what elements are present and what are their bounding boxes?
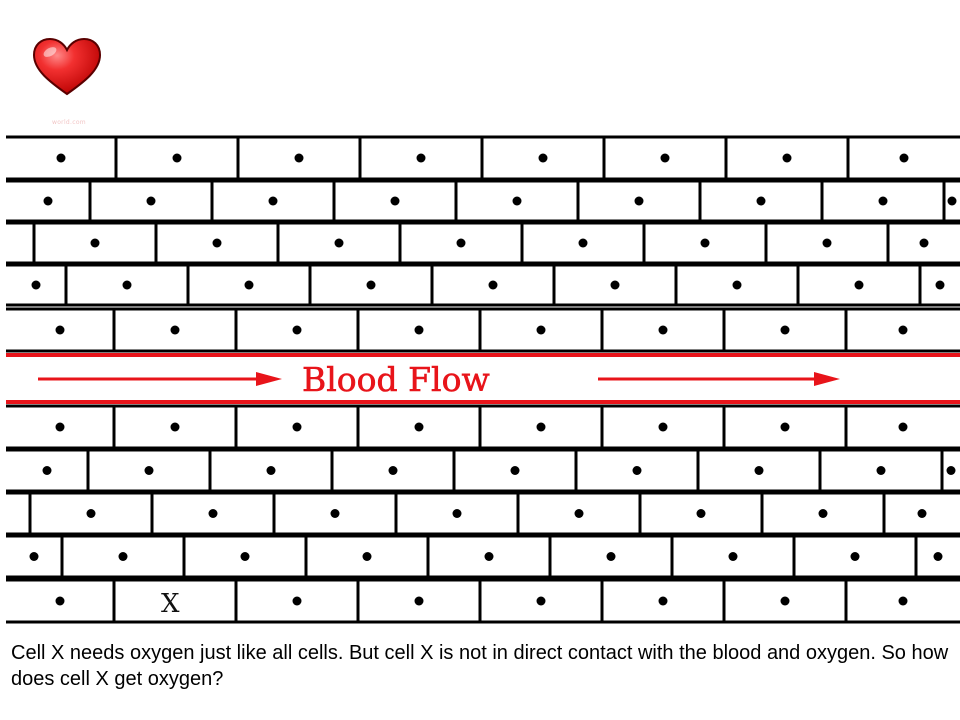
cell-nucleus (658, 422, 668, 432)
cell-nucleus (146, 196, 156, 206)
cell-nucleus (933, 552, 943, 561)
cell-nucleus (732, 280, 742, 290)
cell-nucleus (878, 196, 888, 206)
cell-nucleus (876, 466, 886, 475)
cell-nucleus (118, 552, 128, 561)
cell-nucleus (946, 466, 956, 475)
cell-nucleus (854, 280, 864, 290)
cell-nucleus (898, 596, 908, 606)
cell-nucleus (700, 238, 710, 248)
blood-flow-label: Blood Flow (302, 360, 490, 399)
cell-nucleus (947, 196, 957, 206)
cell-nucleus (330, 509, 340, 518)
cell-nucleus (244, 280, 254, 290)
cell-nucleus (390, 196, 400, 206)
cell-nucleus (122, 280, 132, 290)
cell-nucleus (294, 153, 304, 163)
cell-nucleus (170, 325, 180, 335)
cell-nucleus (43, 196, 53, 206)
cell-nucleus (754, 466, 764, 475)
cell-nucleus (822, 238, 832, 248)
cell-nucleus (144, 466, 154, 475)
cell-nucleus (898, 325, 908, 335)
cell-nucleus (414, 422, 424, 432)
cell-x-label: X (161, 589, 180, 619)
heart-icon (32, 37, 102, 96)
cell-nucleus (632, 466, 642, 475)
cell-nucleus (756, 196, 766, 206)
cell-nucleus (538, 153, 548, 163)
cell-nucleus (917, 509, 927, 518)
cell-nucleus (780, 596, 790, 606)
cell-nucleus (56, 153, 66, 163)
cell-nucleus (696, 509, 706, 518)
cell-nucleus (456, 238, 466, 248)
cell-nucleus (366, 280, 376, 290)
cell-nucleus (292, 596, 302, 606)
cell-nucleus (292, 325, 302, 335)
cell-nucleus (658, 596, 668, 606)
cell-nucleus (292, 422, 302, 432)
vessel-upper-wall (6, 353, 960, 357)
cell-nucleus (266, 466, 276, 475)
cell-nucleus (512, 196, 522, 206)
cell-nucleus (42, 466, 52, 475)
cell-nucleus (484, 552, 494, 561)
cell-nucleus (268, 196, 278, 206)
arrow-right-icon (598, 372, 840, 386)
cell-nucleus (488, 280, 498, 290)
cell-nucleus (29, 552, 39, 561)
cell-nucleus (606, 552, 616, 561)
cell-nucleus (31, 280, 41, 290)
cell-nucleus (536, 422, 546, 432)
cell-nucleus (782, 153, 792, 163)
cell-nucleus (899, 153, 909, 163)
cell-nucleus (414, 325, 424, 335)
cell-nucleus (172, 153, 182, 163)
cell-nucleus (935, 280, 945, 290)
cell-nucleus (634, 196, 644, 206)
cell-nucleus (240, 552, 250, 561)
cell-nucleus (170, 422, 180, 432)
cell-nucleus (780, 325, 790, 335)
cell-nucleus (55, 596, 65, 606)
tissue-cells (6, 135, 960, 624)
arrow-right-icon (38, 372, 282, 386)
question-text: Cell X needs oxygen just like all cells.… (11, 642, 949, 690)
cell-nucleus (90, 238, 100, 248)
vessel-lower-wall (6, 400, 960, 404)
cell-nucleus (898, 422, 908, 432)
cell-nucleus (780, 422, 790, 432)
heart-credit: world.com (52, 119, 86, 126)
cell-nucleus (818, 509, 828, 518)
cell-nucleus (55, 422, 65, 432)
cell-nucleus (536, 325, 546, 335)
cell-nucleus (578, 238, 588, 248)
cell-nucleus (574, 509, 584, 518)
cell-nucleus (728, 552, 738, 561)
cell-nucleus (850, 552, 860, 561)
cell-nucleus (86, 509, 96, 518)
cell-nucleus (55, 325, 65, 335)
cell-nucleus (416, 153, 426, 163)
cell-nucleus (362, 552, 372, 561)
cell-nucleus (334, 238, 344, 248)
cell-nucleus (452, 509, 462, 518)
cell-nucleus (658, 325, 668, 335)
cell-nucleus (536, 596, 546, 606)
cell-nucleus (919, 238, 929, 248)
cell-nucleus (510, 466, 520, 475)
cell-nucleus (414, 596, 424, 606)
cell-nucleus (212, 238, 222, 248)
cell-nucleus (660, 153, 670, 163)
tissue-diagram: Blood Flow X (6, 135, 960, 624)
cell-nucleus (610, 280, 620, 290)
cell-nucleus (208, 509, 218, 518)
cell-nucleus (388, 466, 398, 475)
